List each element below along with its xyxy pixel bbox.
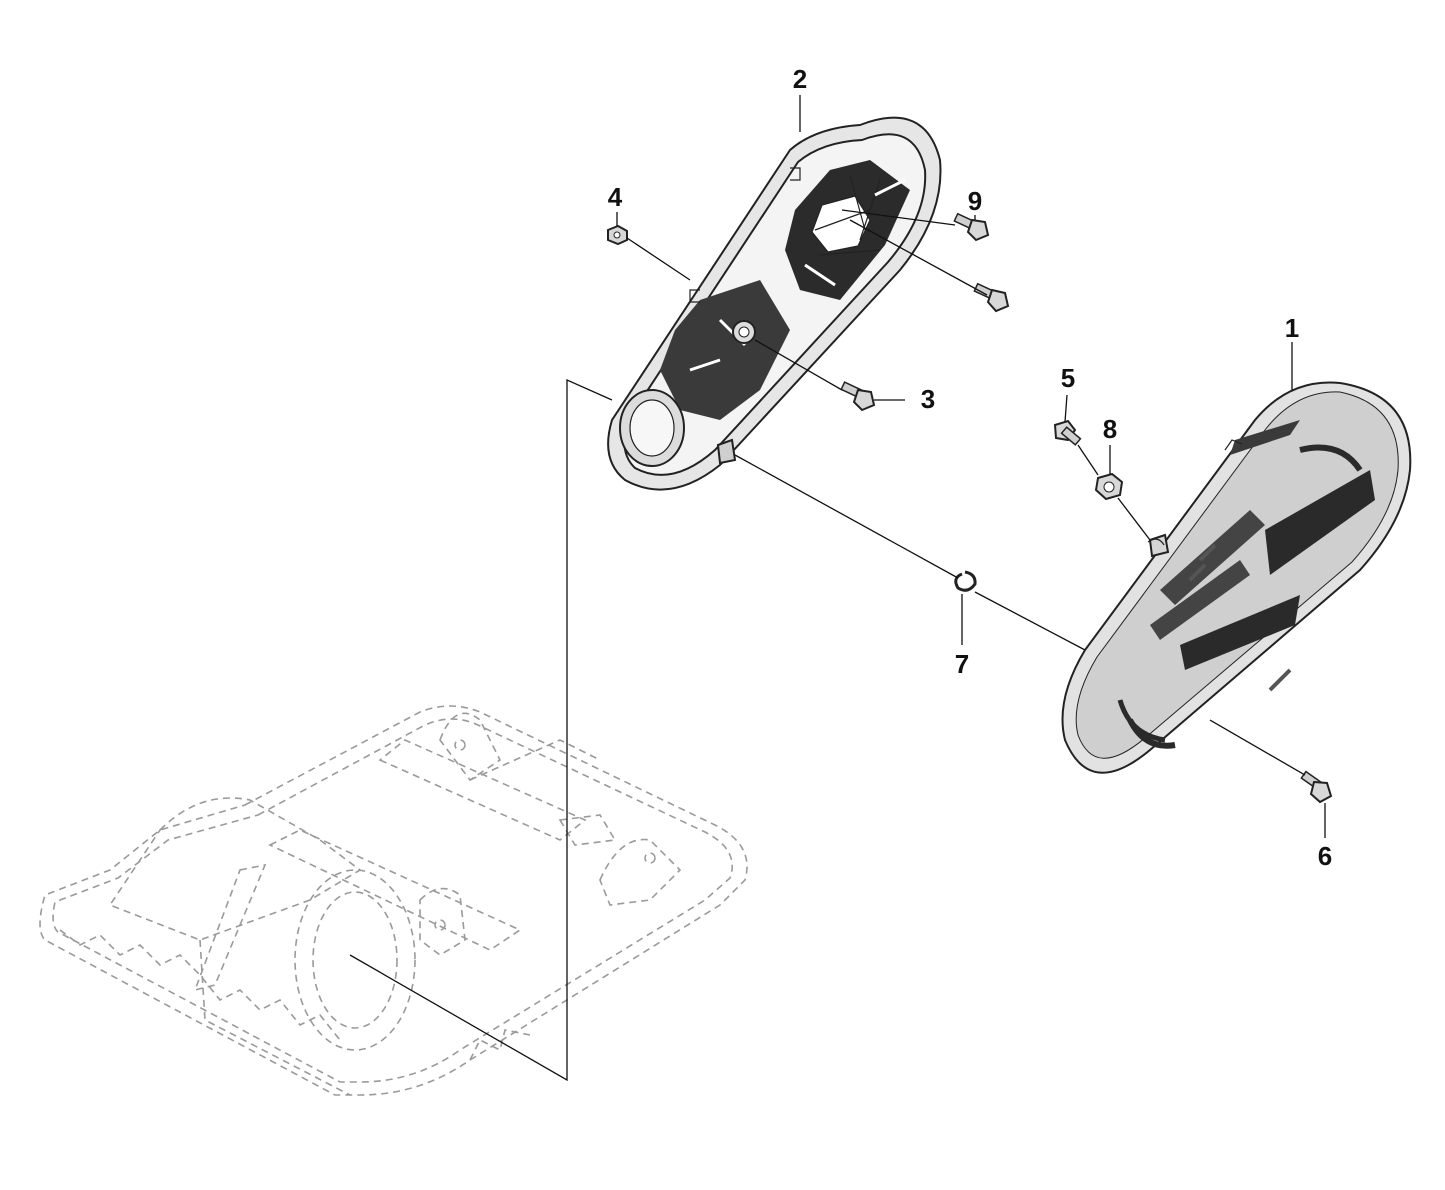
bolt-6 (1300, 770, 1333, 804)
inner-belt-guard (607, 116, 942, 491)
callout-6: 6 (1318, 841, 1332, 871)
machine-frame-outline (39, 705, 748, 1096)
bolt-9-upper (953, 212, 990, 242)
callout-1: 1 (1285, 313, 1299, 343)
callout-4: 4 (608, 182, 623, 212)
fasteners (607, 212, 1333, 804)
callout-3: 3 (921, 384, 935, 414)
callout-5: 5 (1061, 363, 1075, 393)
leader-lines (349, 95, 1326, 1082)
callout-labels: 1 2 3 4 5 6 7 8 9 (608, 64, 1332, 871)
bolt-9-lower (973, 282, 1010, 313)
clip-7 (954, 570, 977, 592)
bolt-5 (1053, 419, 1082, 446)
bolt-3 (840, 381, 876, 412)
nut-4 (607, 224, 628, 246)
callout-2: 2 (793, 64, 807, 94)
callout-9: 9 (968, 186, 982, 216)
washer-8 (1094, 472, 1124, 501)
callout-8: 8 (1103, 414, 1117, 444)
callout-7: 7 (955, 649, 969, 679)
outer-belt-guard-cover (1061, 381, 1412, 774)
